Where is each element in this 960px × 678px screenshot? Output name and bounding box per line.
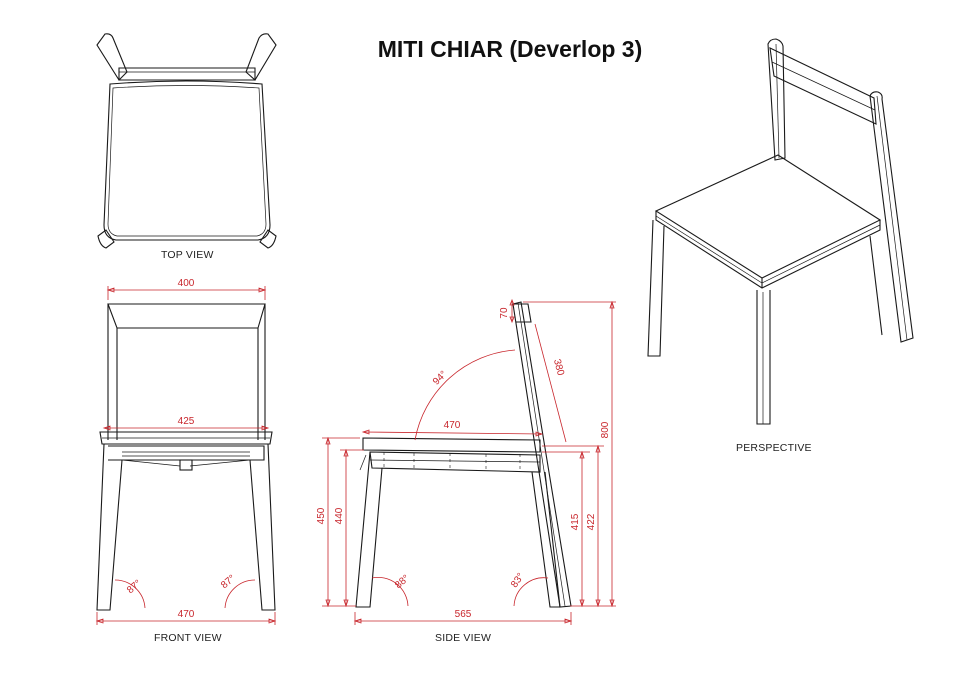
top-view-label: TOP VIEW	[161, 249, 214, 261]
side-back-top-label: 70	[499, 307, 510, 319]
side-overall-height-label: 800	[600, 421, 611, 438]
side-view-label: SIDE VIEW	[435, 632, 492, 644]
front-view-label: FRONT VIEW	[154, 632, 222, 644]
top-view-drawing	[96, 33, 277, 249]
front-view-drawing	[96, 303, 276, 611]
side-seat-depth-label: 470	[444, 420, 461, 431]
side-rear-leg-angle-label: 83°	[509, 571, 527, 590]
side-front-height-label: 415	[570, 513, 581, 530]
side-back-angle-label: 94°	[431, 369, 449, 387]
front-left-angle-label: 87°	[125, 578, 144, 596]
drawing-title: MITI CHIAR (Deverlop 3)	[377, 36, 643, 62]
side-view-drawing	[355, 301, 572, 608]
side-seat-height-2-label: 440	[334, 507, 345, 524]
front-base-width-label: 470	[178, 609, 195, 620]
front-right-angle-label: 87°	[219, 573, 238, 591]
front-top-width-label: 400	[178, 278, 195, 289]
side-view-dimensions: 70 380 94° 470 800 450	[316, 298, 616, 625]
front-seat-width-label: 425	[178, 416, 195, 427]
side-rear-height-label: 422	[586, 513, 597, 530]
perspective-label: PERSPECTIVE	[736, 442, 812, 454]
side-base-depth-label: 565	[455, 609, 472, 620]
perspective-drawing	[647, 38, 914, 425]
front-view-dimensions: 400 425 470 87° 87°	[95, 278, 277, 625]
side-back-length-label: 380	[551, 358, 566, 377]
side-seat-height-label: 450	[316, 507, 327, 524]
side-front-leg-angle-label: 88°	[393, 573, 412, 591]
